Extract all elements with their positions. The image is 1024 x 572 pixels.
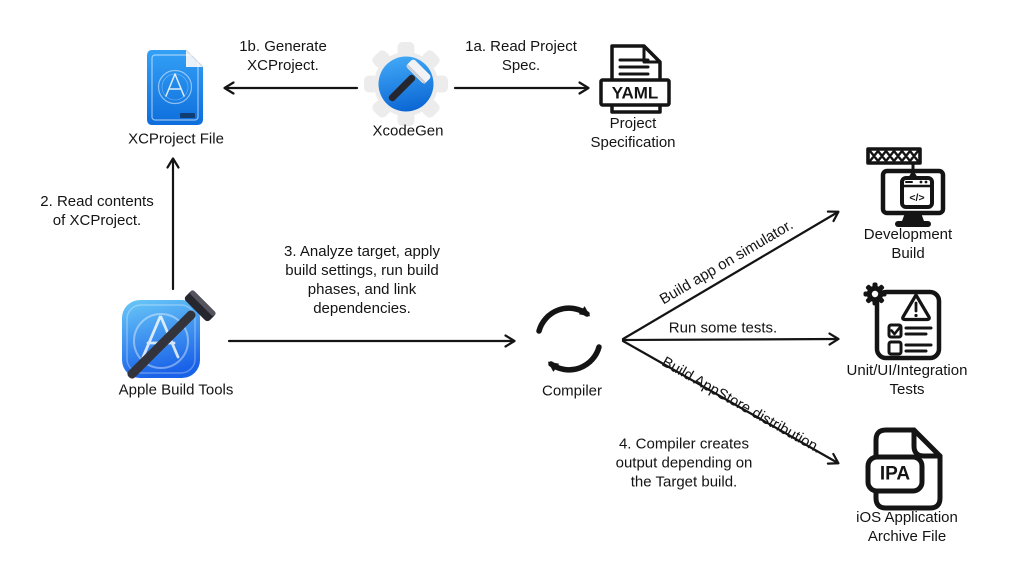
step-3-label: 3. Analyze target, apply build settings,… (284, 243, 440, 317)
xcproject-file-label: XCProject File (128, 130, 224, 148)
yaml-text: YAML (612, 84, 659, 103)
clipboard (874, 289, 942, 361)
step-4-label: 4. Compiler creates output depending on … (615, 435, 753, 491)
build-hammer (127, 290, 216, 379)
gear-icon (863, 282, 887, 306)
apple-build-tools-label: Apple Build Tools (118, 381, 234, 399)
tests-label: Unit/UI/Integration Tests (846, 362, 968, 398)
ipa-text: IPA (880, 464, 911, 485)
tests-icon (863, 282, 942, 361)
xcproject-badge (180, 113, 195, 118)
xcodegen-label: XcodeGen (372, 122, 444, 140)
edge-run-tests-label: Run some tests. (668, 319, 778, 337)
monitor-stand (902, 213, 924, 221)
compiler-icon (536, 305, 602, 373)
step-1a-label: 1a. Read Project Spec. (465, 38, 577, 74)
development-build-label: Development Build (863, 226, 953, 262)
development-build-icon: </> (866, 147, 946, 227)
ipa-label: iOS Application Archive File (856, 509, 958, 545)
checked-checkbox-icon (887, 323, 903, 339)
compiler-label: Compiler (541, 382, 603, 400)
ipa-label-plate (865, 454, 925, 494)
arrow-build-simulator (621, 210, 840, 341)
ipa-file-icon: IPA (865, 427, 943, 511)
empty-checkbox-icon (887, 340, 903, 356)
arrow-run-tests (621, 332, 840, 346)
apple-build-tools-icon (122, 290, 216, 379)
warning-triangle-icon (901, 293, 931, 322)
step-2-label: 2. Read contents of XCProject. (40, 193, 154, 229)
xcodegen-hammer (388, 59, 431, 102)
xcproject-file-icon (147, 49, 204, 125)
yaml-file-icon: YAML (599, 44, 671, 114)
step-1b-label: 1b. Generate XCProject. (239, 38, 327, 74)
xcodegen-icon (364, 42, 448, 126)
code-glyph: </> (909, 192, 924, 204)
project-specification-label: Project Specification (590, 115, 676, 151)
arrow-build-appstore (621, 339, 840, 465)
arrows-layer (166, 81, 840, 465)
crane-beam (866, 147, 922, 165)
